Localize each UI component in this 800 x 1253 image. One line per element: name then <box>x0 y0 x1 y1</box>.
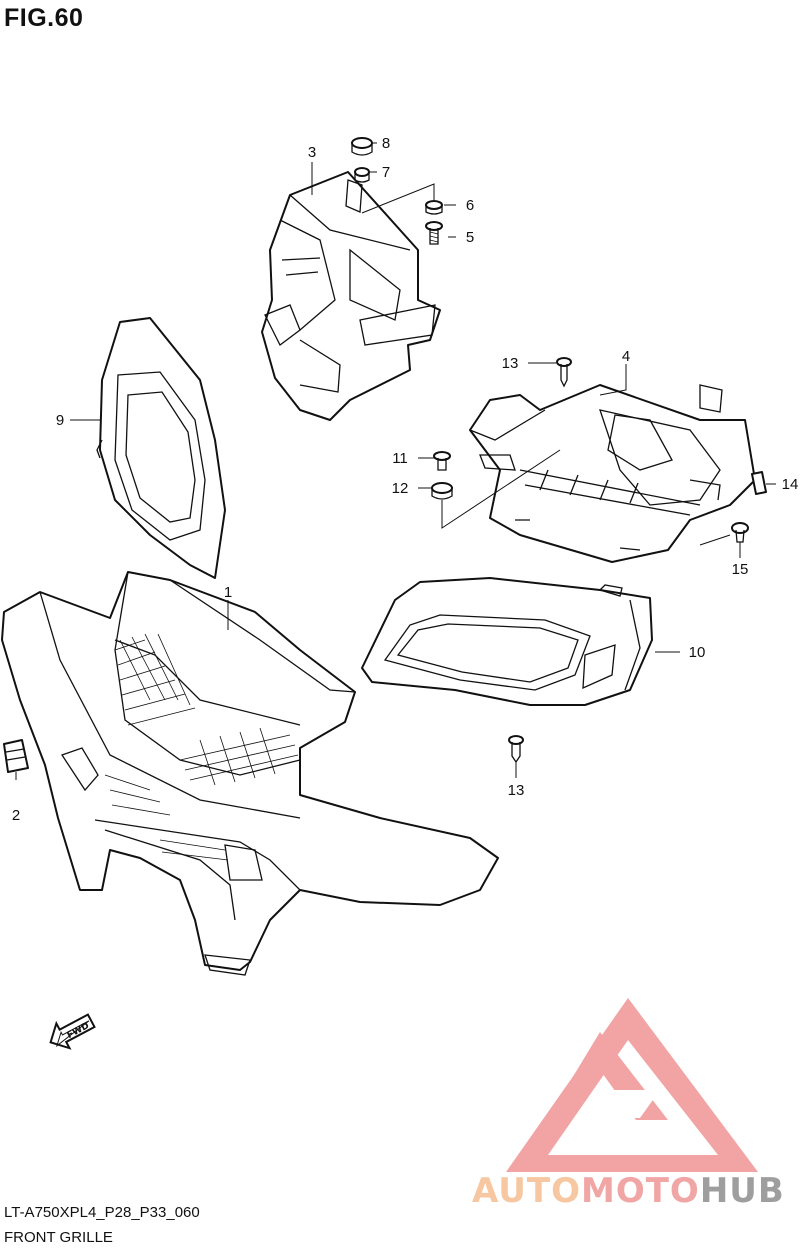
part-3-headlight-bracket <box>261 171 441 421</box>
watermark-part1: AUTO <box>472 1171 581 1211</box>
leader-lines <box>15 142 776 780</box>
callout-4: 4 <box>622 348 630 365</box>
callout-10: 10 <box>689 644 706 661</box>
callout-15: 15 <box>732 561 749 578</box>
part-12-grommet <box>431 482 453 500</box>
part-2-clip <box>3 739 29 773</box>
callout-labels: 1 2 3 4 5 6 7 8 9 10 11 12 13 13 14 15 <box>12 135 799 824</box>
part-13-screw <box>556 357 572 388</box>
callout-9: 9 <box>56 412 64 429</box>
callout-14: 14 <box>782 476 799 493</box>
part-4-headlight-mounting-bracket <box>469 384 756 563</box>
callout-8: 8 <box>382 135 390 152</box>
callout-7: 7 <box>382 164 390 181</box>
watermark-part2: MOTO <box>580 1171 700 1211</box>
part-6-washer-nut <box>425 200 443 215</box>
part-7-nut <box>354 167 370 183</box>
callout-6: 6 <box>466 197 474 214</box>
watermark-text: AUTOMOTOHUB <box>472 1171 785 1211</box>
callout-5: 5 <box>466 229 474 246</box>
callout-13-lower: 13 <box>508 782 525 799</box>
figure-caption: FRONT GRILLE <box>4 1229 113 1246</box>
callout-13-upper: 13 <box>502 355 519 372</box>
part-1-front-grille <box>1 571 499 976</box>
part-14-clip <box>751 471 767 495</box>
part-11-bolt <box>433 451 451 471</box>
model-code: LT-A750XPL4_P28_P33_060 <box>4 1204 200 1221</box>
forward-arrow-icon: FWD <box>49 1013 96 1050</box>
callout-1: 1 <box>224 584 232 601</box>
figure-title: FIG.60 <box>4 4 84 32</box>
callout-12: 12 <box>392 480 409 497</box>
part-8-grommet <box>351 137 373 156</box>
callout-11: 11 <box>392 450 408 467</box>
part-15-rivet <box>731 522 749 543</box>
part-13-screw-lower <box>508 735 524 764</box>
watermark-part3: HUB <box>699 1171 785 1211</box>
part-10-side-cover <box>361 577 653 706</box>
grille-mesh <box>104 633 299 861</box>
callout-2: 2 <box>12 807 20 824</box>
triangle-logo-icon <box>506 998 758 1172</box>
part-9-lens-frame <box>96 317 226 579</box>
callout-3: 3 <box>308 144 316 161</box>
part-5-bolt <box>425 221 443 245</box>
